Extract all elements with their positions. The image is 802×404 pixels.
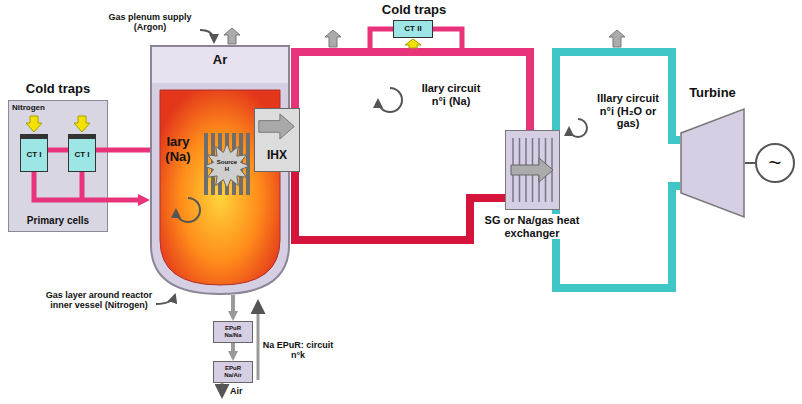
turbine-outline xyxy=(681,109,744,217)
primary-pipe xyxy=(96,148,108,153)
gas-label: Ar xyxy=(150,53,290,68)
circulation-arrow xyxy=(176,198,200,222)
secondary-pipe xyxy=(295,172,505,240)
cold-trap-box: Cold trapsCT II xyxy=(393,20,433,38)
box-label: CT I xyxy=(26,150,41,159)
block-arrow xyxy=(259,114,294,139)
primary-pipe xyxy=(48,148,68,153)
nitrogen-label: Nitrogen xyxy=(12,103,45,112)
box-heading: Cold traps xyxy=(354,3,474,18)
purification-box: EPuR Na/Air xyxy=(213,361,253,383)
purification-arrow xyxy=(231,343,235,351)
box-label: CT I xyxy=(74,150,89,159)
cold-trap-bypass xyxy=(295,29,393,108)
component-label: Turbine xyxy=(660,86,765,101)
generator-circle: ~ xyxy=(755,143,795,183)
fuel-rod xyxy=(204,133,208,195)
star-outline xyxy=(205,144,250,189)
primary-pipe xyxy=(34,172,108,200)
generator-symbol: ~ xyxy=(769,152,782,174)
air-label: Air xyxy=(230,386,243,396)
primary-pipe xyxy=(108,148,150,153)
cold-trap-bypass xyxy=(433,29,530,130)
circulation-arrow xyxy=(378,88,402,112)
turbine: Turbine xyxy=(680,108,745,218)
air-arrow xyxy=(221,383,224,396)
gas-layer-arrow xyxy=(156,295,175,304)
turbine-shape xyxy=(680,108,745,218)
heat-source: Source H xyxy=(204,143,250,189)
circuit-label: IIary circuit n°i (Na) xyxy=(415,82,487,107)
cold-trap-box: CT I xyxy=(68,134,96,172)
vent-arrow xyxy=(224,28,240,44)
box-label: IHX xyxy=(267,149,287,163)
box-label: CT II xyxy=(404,24,421,33)
vent-arrow xyxy=(325,30,341,47)
gas-layer-note: Gas layer around reactor inner vessel (N… xyxy=(45,290,153,311)
panel-heading: Cold traps xyxy=(9,82,107,97)
gas-supply-arrow xyxy=(200,30,214,42)
steam-generator xyxy=(505,130,560,210)
circuit-label: Iary (Na) xyxy=(158,135,198,165)
source-label: Source H xyxy=(215,159,239,173)
tertiary-loop xyxy=(556,52,680,140)
gas-supply-note: Gas plenum supply (Argon) xyxy=(100,12,200,33)
primary-pipe xyxy=(80,172,85,200)
reactor-vessel: ArIary (Na) Source H IHX xyxy=(150,45,290,295)
heat-exchanger-box: SG or Na/gas heat exchanger xyxy=(505,130,560,210)
circuit-label: IIIary circuit n°i (H₂O or gas) xyxy=(592,92,664,130)
return-arrow xyxy=(257,302,260,380)
cold-trap-arrow xyxy=(74,116,90,132)
primary-pipe xyxy=(108,198,138,203)
cold-trap-arrow xyxy=(26,116,42,132)
cold-trap-box: CT I xyxy=(20,134,48,172)
box-label: EPuR Na/Na xyxy=(218,325,248,339)
heat-exchanger-box: IHX xyxy=(254,108,300,172)
block-arrow xyxy=(511,158,553,182)
panel-label: Primary cells xyxy=(9,215,107,227)
generator-casing xyxy=(506,131,560,210)
box-label: EPuR Na/Air xyxy=(218,365,248,379)
fuel-rod xyxy=(246,133,250,195)
shaft-line xyxy=(745,162,755,164)
component-label: SG or Na/gas heat exchanger xyxy=(482,214,582,239)
vent-arrow xyxy=(609,30,625,47)
purification-box: EPuR Na/Na xyxy=(213,321,253,343)
secondary-pipe xyxy=(295,52,530,130)
circuit-label: Na EPuR: circuit n°k xyxy=(262,340,334,361)
circulation-arrow xyxy=(569,119,587,137)
purification-arrow xyxy=(231,295,235,311)
cold-trap-panel: Cold trapsPrimary cellsCT ICT I xyxy=(8,100,108,232)
cold-trap-arrow xyxy=(405,39,421,48)
